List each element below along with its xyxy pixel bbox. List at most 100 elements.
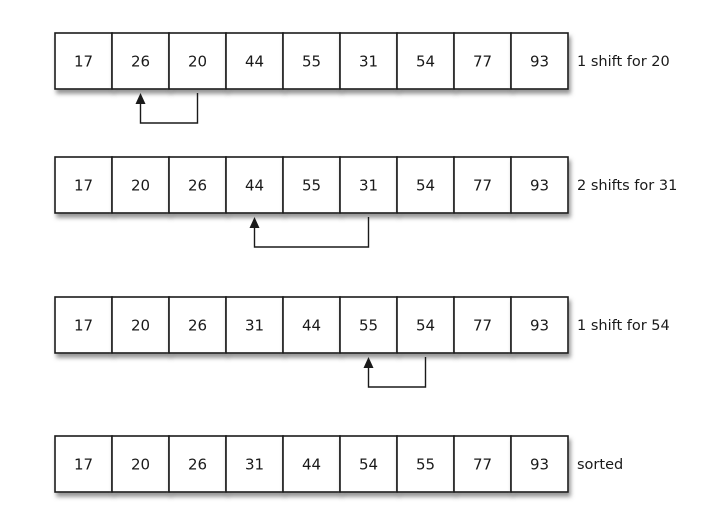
cell-value: 17 — [74, 177, 93, 195]
array-cell: 44 — [282, 296, 341, 354]
cell-box — [225, 435, 284, 493]
cell-value: 44 — [245, 177, 264, 195]
row-label: sorted — [577, 457, 623, 473]
cell-box — [510, 435, 569, 493]
cell-value: 93 — [530, 317, 549, 335]
array-cell: 54 — [396, 156, 455, 214]
cell-box — [510, 296, 569, 354]
cell-value: 20 — [131, 177, 150, 195]
array-row: 17 26 20 44 55 31 54 77 93 1 shift for 20 — [54, 32, 670, 124]
array-cell: 93 — [510, 156, 569, 214]
cell-box — [282, 156, 341, 214]
cell-value: 77 — [473, 317, 492, 335]
row-label: 1 shift for 20 — [577, 54, 670, 70]
cell-value: 77 — [473, 456, 492, 474]
cell-box — [396, 296, 455, 354]
cell-value: 20 — [131, 456, 150, 474]
cell-box — [339, 32, 398, 90]
cell-box — [396, 156, 455, 214]
cell-value: 44 — [302, 456, 321, 474]
row-label: 2 shifts for 31 — [577, 178, 677, 194]
arrow-up-icon — [249, 217, 260, 228]
array-cell: 20 — [168, 32, 227, 90]
cell-box — [282, 32, 341, 90]
shift-arrow-line — [139, 93, 199, 124]
array-cell: 17 — [54, 435, 113, 493]
cell-value: 44 — [302, 317, 321, 335]
cell-box — [111, 296, 170, 354]
cell-value: 17 — [74, 317, 93, 335]
array-cell: 20 — [111, 156, 170, 214]
array-cell: 54 — [396, 32, 455, 90]
cell-value: 55 — [416, 456, 435, 474]
cell-value: 31 — [245, 317, 264, 335]
array-cell: 55 — [339, 296, 398, 354]
array-cell: 55 — [396, 435, 455, 493]
cell-value: 31 — [359, 53, 378, 71]
array-cell: 26 — [111, 32, 170, 90]
cell-box — [168, 32, 227, 90]
array-cell: 77 — [453, 32, 512, 90]
cell-box — [54, 296, 113, 354]
array-cell: 26 — [168, 435, 227, 493]
arrow-up-icon — [135, 93, 146, 104]
rows-layer: 17 26 20 44 55 31 54 77 93 1 shift for 20 17 20 26 44… — [54, 32, 677, 493]
cell-value: 26 — [131, 53, 150, 71]
cell-box — [54, 32, 113, 90]
array-cell: 55 — [282, 156, 341, 214]
cell-value: 55 — [302, 177, 321, 195]
array-cell: 31 — [225, 435, 284, 493]
cell-box — [225, 296, 284, 354]
cell-value: 93 — [530, 53, 549, 71]
cell-value: 54 — [416, 53, 435, 71]
array-cell: 44 — [282, 435, 341, 493]
cell-value: 26 — [188, 317, 207, 335]
cell-box — [225, 156, 284, 214]
array-cell: 20 — [111, 296, 170, 354]
cell-value: 26 — [188, 177, 207, 195]
cell-box — [168, 156, 227, 214]
array-cell: 55 — [282, 32, 341, 90]
row-label: 1 shift for 54 — [577, 318, 670, 334]
cell-value: 54 — [416, 317, 435, 335]
cell-value: 77 — [473, 177, 492, 195]
array-cell: 77 — [453, 156, 512, 214]
cell-value: 54 — [416, 177, 435, 195]
array-row: 17 20 26 44 55 31 54 77 93 2 shifts for 31 — [54, 156, 677, 248]
array-cell: 93 — [510, 32, 569, 90]
cell-box — [54, 156, 113, 214]
array-cell: 26 — [168, 156, 227, 214]
array-cell: 77 — [453, 296, 512, 354]
array-cell: 17 — [54, 296, 113, 354]
cell-box — [453, 32, 512, 90]
cell-value: 93 — [530, 177, 549, 195]
shift-arrow-line — [367, 357, 427, 388]
array-cell: 93 — [510, 296, 569, 354]
cell-box — [453, 156, 512, 214]
cell-box — [453, 435, 512, 493]
cell-value: 55 — [359, 317, 378, 335]
array-cell: 31 — [339, 32, 398, 90]
cell-box — [396, 32, 455, 90]
array-cell: 54 — [396, 296, 455, 354]
array-cell: 31 — [225, 296, 284, 354]
cell-value: 44 — [245, 53, 264, 71]
cell-value: 17 — [74, 53, 93, 71]
array-cell: 93 — [510, 435, 569, 493]
cell-box — [510, 156, 569, 214]
cell-box — [282, 296, 341, 354]
cell-value: 20 — [131, 317, 150, 335]
array-cell: 20 — [111, 435, 170, 493]
array-cell: 44 — [225, 156, 284, 214]
cell-value: 31 — [245, 456, 264, 474]
cell-box — [396, 435, 455, 493]
shift-arrow-line — [253, 217, 370, 248]
array-cell: 44 — [225, 32, 284, 90]
cell-value: 77 — [473, 53, 492, 71]
cell-value: 93 — [530, 456, 549, 474]
array-cell: 54 — [339, 435, 398, 493]
cell-value: 54 — [359, 456, 378, 474]
cell-box — [168, 296, 227, 354]
cell-value: 55 — [302, 53, 321, 71]
array-cell: 31 — [339, 156, 398, 214]
